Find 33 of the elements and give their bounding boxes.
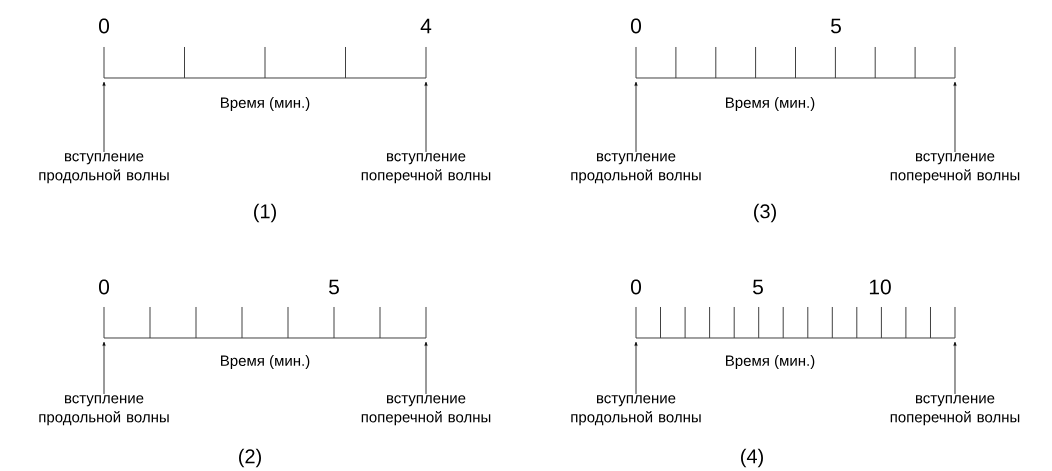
tick-label: 0 [99, 279, 110, 295]
wave-arrival-label: вступление продольной волны [39, 395, 169, 426]
arrow [953, 341, 957, 395]
tick-label: 4 [420, 18, 432, 34]
wave-arrival-label: вступление поперечной волны [890, 153, 1020, 184]
arrow [424, 341, 428, 395]
axis-title: Время (мин.) [221, 355, 310, 369]
tick-label: 10 [869, 279, 891, 295]
wave-arrival-label: вступление поперечной волны [361, 153, 491, 184]
arrow [953, 81, 957, 153]
tick-label: 0 [99, 18, 110, 34]
tick-label: 0 [631, 18, 641, 34]
axis-title: Время (мин.) [726, 97, 815, 111]
wave-arrival-label: вступление продольной волны [571, 395, 701, 426]
tick-label: 0 [631, 279, 641, 295]
axis-title: Время (мин.) [221, 97, 310, 111]
arrow [102, 341, 106, 395]
arrow [634, 81, 638, 153]
wave-arrival-label: вступление продольной волны [571, 153, 701, 184]
wave-arrival-label: вступление продольной волны [39, 153, 169, 184]
arrow [424, 81, 428, 153]
panel-number: (1) [254, 203, 276, 223]
axis-title: Время (мин.) [726, 355, 815, 369]
arrow [102, 81, 106, 153]
panel-number: (3) [754, 203, 776, 223]
panel-number: (4) [741, 448, 763, 468]
panel-number: (2) [239, 448, 261, 468]
wave-arrival-label: вступление поперечной волны [361, 395, 491, 426]
wave-arrival-label: вступление поперечной волны [890, 395, 1020, 426]
tick-label: 5 [831, 18, 841, 34]
tick-label: 5 [329, 279, 339, 295]
tick-label: 5 [753, 279, 763, 295]
arrow [634, 341, 638, 395]
